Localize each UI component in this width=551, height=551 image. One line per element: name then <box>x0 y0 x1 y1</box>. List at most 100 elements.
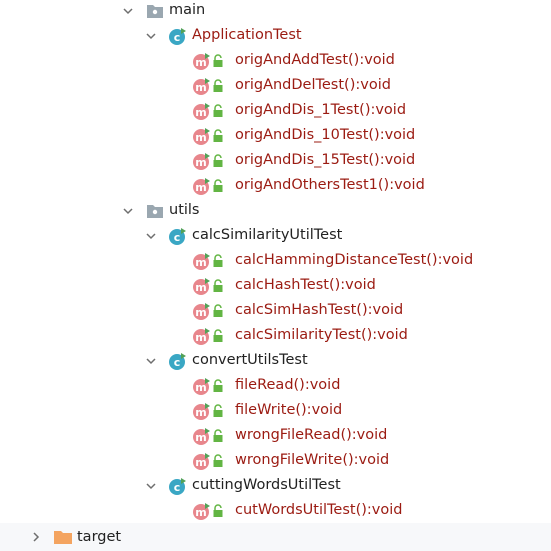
test-method-icon: m <box>192 276 212 296</box>
test-method-icon: m <box>192 76 212 96</box>
test-class-icon: c <box>168 226 188 246</box>
tree-node-main[interactable]: main <box>0 0 551 23</box>
svg-text:m: m <box>195 106 206 119</box>
svg-text:c: c <box>174 31 181 44</box>
lock-icon <box>212 54 224 68</box>
test-method-label: origAndDis_1Test():void <box>235 102 407 118</box>
test-method-icon: m <box>192 451 212 471</box>
test-method-row[interactable]: m cutWordsUtilTest():void <box>0 498 551 523</box>
test-method-label: cutWordsUtilTest():void <box>235 502 403 518</box>
chevron-down-icon[interactable] <box>144 348 158 373</box>
test-method-icon: m <box>192 401 212 421</box>
test-method-label: origAndDis_15Test():void <box>235 152 416 168</box>
test-method-icon: m <box>192 176 212 196</box>
chevron-down-icon[interactable] <box>121 198 135 223</box>
excluded-folder-icon <box>53 527 73 547</box>
tree-node-target[interactable]: target <box>0 523 551 551</box>
lock-icon <box>212 504 224 518</box>
test-method-row[interactable]: m calcHashTest():void <box>0 273 551 298</box>
lock-icon <box>212 454 224 468</box>
lock-icon <box>212 104 224 118</box>
test-method-row[interactable]: m fileWrite():void <box>0 398 551 423</box>
tree-node-calc-similarity-util-test[interactable]: c calcSimilarityUtilTest <box>0 223 551 248</box>
svg-text:m: m <box>195 56 206 69</box>
svg-text:m: m <box>195 306 206 319</box>
test-method-row[interactable]: m calcSimilarityTest():void <box>0 323 551 348</box>
test-method-row[interactable]: m wrongFileWrite():void <box>0 448 551 473</box>
tree-node-label: main <box>169 2 206 18</box>
tree-node-label: convertUtilsTest <box>192 352 308 368</box>
tree-node-utils[interactable]: utils <box>0 198 551 223</box>
chevron-down-icon[interactable] <box>121 0 135 23</box>
lock-icon <box>212 279 224 293</box>
svg-text:m: m <box>195 406 206 419</box>
test-method-label: wrongFileRead():void <box>235 427 388 443</box>
svg-text:m: m <box>195 256 206 269</box>
tree-node-label: cuttingWordsUtilTest <box>192 477 341 493</box>
lock-icon <box>212 304 224 318</box>
chevron-down-icon[interactable] <box>144 473 158 498</box>
svg-text:m: m <box>195 131 206 144</box>
chevron-down-icon[interactable] <box>144 23 158 48</box>
package-folder-icon <box>145 1 165 21</box>
test-method-label: calcSimilarityTest():void <box>235 327 408 343</box>
test-method-icon: m <box>192 126 212 146</box>
lock-icon <box>212 79 224 93</box>
test-method-icon: m <box>192 151 212 171</box>
lock-icon <box>212 379 224 393</box>
test-method-label: origAndAddTest():void <box>235 52 395 68</box>
svg-text:m: m <box>195 381 206 394</box>
test-method-icon: m <box>192 376 212 396</box>
test-method-icon: m <box>192 51 212 71</box>
chevron-right-icon[interactable] <box>29 523 43 551</box>
svg-text:m: m <box>195 431 206 444</box>
test-method-label: wrongFileWrite():void <box>235 452 390 468</box>
test-method-icon: m <box>192 426 212 446</box>
svg-text:c: c <box>174 481 181 494</box>
test-method-icon: m <box>192 301 212 321</box>
package-folder-icon <box>145 201 165 221</box>
test-method-row[interactable]: m calcSimHashTest():void <box>0 298 551 323</box>
test-class-icon: c <box>168 26 188 46</box>
lock-icon <box>212 429 224 443</box>
test-method-label: origAndDis_10Test():void <box>235 127 416 143</box>
test-class-icon: c <box>168 476 188 496</box>
svg-text:m: m <box>195 456 206 469</box>
tree-node-convert-utils-test[interactable]: c convertUtilsTest <box>0 348 551 373</box>
svg-text:c: c <box>174 231 181 244</box>
test-method-row[interactable]: m fileRead():void <box>0 373 551 398</box>
svg-text:m: m <box>195 331 206 344</box>
test-method-row[interactable]: m origAndDis_15Test():void <box>0 148 551 173</box>
svg-text:m: m <box>195 181 206 194</box>
test-method-label: calcHashTest():void <box>235 277 376 293</box>
tree-node-cutting-words-util-test[interactable]: c cuttingWordsUtilTest <box>0 473 551 498</box>
test-method-icon: m <box>192 326 212 346</box>
test-method-label: calcSimHashTest():void <box>235 302 404 318</box>
lock-icon <box>212 404 224 418</box>
test-method-row[interactable]: m origAndDis_10Test():void <box>0 123 551 148</box>
test-method-icon: m <box>192 101 212 121</box>
test-method-label: fileWrite():void <box>235 402 343 418</box>
lock-icon <box>212 329 224 343</box>
svg-text:m: m <box>195 281 206 294</box>
test-method-row[interactable]: m origAndAddTest():void <box>0 48 551 73</box>
test-method-row[interactable]: m origAndDelTest():void <box>0 73 551 98</box>
lock-icon <box>212 154 224 168</box>
tree-node-label: target <box>77 529 122 545</box>
test-method-row[interactable]: m wrongFileRead():void <box>0 423 551 448</box>
tree-node-label: utils <box>169 202 200 218</box>
tree-node-label: ApplicationTest <box>192 27 302 43</box>
test-method-label: calcHammingDistanceTest():void <box>235 252 474 268</box>
lock-icon <box>212 179 224 193</box>
test-method-row[interactable]: m calcHammingDistanceTest():void <box>0 248 551 273</box>
chevron-down-icon[interactable] <box>144 223 158 248</box>
test-method-row[interactable]: m origAndOthersTest1():void <box>0 173 551 198</box>
test-method-label: fileRead():void <box>235 377 341 393</box>
svg-text:m: m <box>195 81 206 94</box>
tree-node-application-test[interactable]: c ApplicationTest <box>0 23 551 48</box>
test-method-row[interactable]: m origAndDis_1Test():void <box>0 98 551 123</box>
test-method-icon: m <box>192 501 212 521</box>
svg-text:m: m <box>195 156 206 169</box>
lock-icon <box>212 254 224 268</box>
